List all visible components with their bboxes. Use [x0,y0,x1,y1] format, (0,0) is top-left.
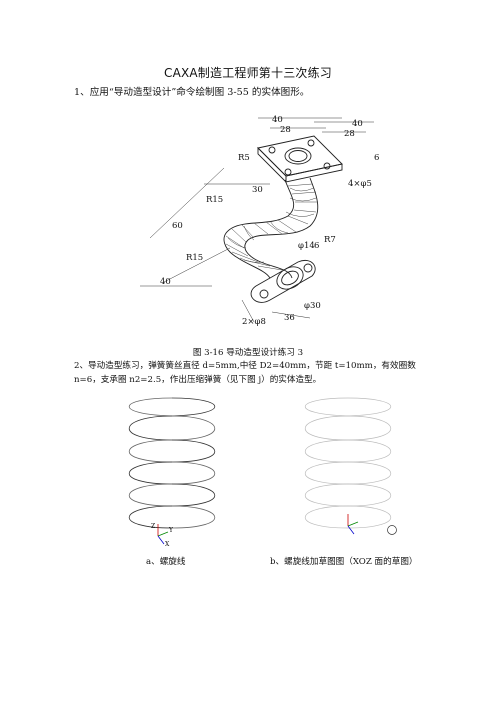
figure-1-caption: 图 3-16 导动造型设计练习 3 [192,348,304,358]
top-flange [257,135,343,177]
axis-y-label: Y [168,527,174,534]
dim-6-top: 6 [374,153,379,163]
sweep-pipe-figure: 40 28 40 28 R5 6 4×φ5 30 R15 60 R15 40 6… [140,115,379,327]
page-title: CAXA制造工程师第十三次练习 [163,66,333,80]
question-1-text: 1、应用“导动造型设计”命令绘制图 3-55 的实体图形。 [74,87,310,98]
dim-40-left: 40 [272,115,283,125]
pipe-outline-lower [244,177,319,279]
dim-28-left: 28 [280,125,291,135]
pipe-outline-upper [223,179,295,279]
sketch-circle [387,525,397,535]
dim-phi14: φ14 [298,241,315,251]
dim-phi30: φ30 [304,301,321,311]
dim-60: 60 [172,221,183,231]
dim-30: 30 [252,185,263,195]
dim-36: 36 [284,313,295,323]
top-flange-bore [284,147,312,165]
axis-triad [157,524,169,545]
dim-40-right: 40 [352,119,363,129]
dim-r5: R5 [238,153,250,163]
dim-r15-lower: R15 [186,253,203,263]
dim-4xphi5: 4×φ5 [348,179,372,189]
dimension-labels: 40 28 40 28 R5 6 4×φ5 30 R15 60 R15 40 6… [160,115,379,327]
figure-2a-caption: a、螺旋线 [146,557,186,567]
helix-with-sketch-figure [304,397,397,535]
dim-28-right: 28 [344,129,355,139]
dim-r7: R7 [324,235,336,245]
dim-40-bottom: 40 [160,277,171,287]
question-2-text: 2、导动造型练习，弹簧簧丝直径 d=5mm,中径 D2=40mm，节距 t=10… [74,361,416,385]
axis-z-label: Z [151,523,155,530]
dim-2xphi8: 2×φ8 [242,317,266,327]
dim-6-bottom: 6 [314,241,319,251]
axis-triad-2 [347,514,359,535]
bottom-flange [250,260,316,303]
axis-x-label: X [165,541,170,548]
helix-figure: Z Y X [128,397,216,548]
figure-2b-caption: b、螺旋线加草图图（XOZ 面的草图） [270,557,418,567]
dim-r15-upper: R15 [206,195,223,205]
